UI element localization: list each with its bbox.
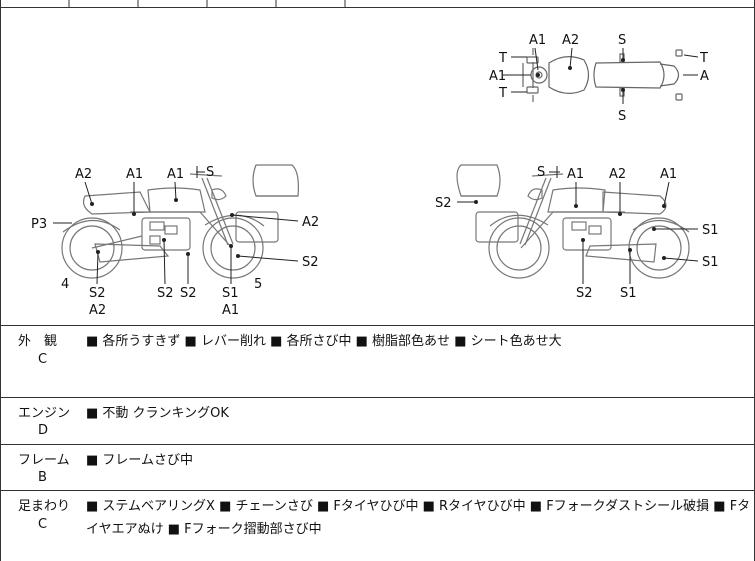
row-text: ■ ステムベアリングX ■ チェーンさび ■ Fタイヤひび中 ■ Rタイヤひび中…	[86, 499, 751, 537]
table-borders	[0, 325, 755, 561]
top-label-a1: A1	[529, 33, 546, 48]
left-label-4: 4	[61, 277, 69, 292]
row-label: フレーム	[18, 453, 70, 468]
top-table-fragment	[0, 0, 755, 8]
right-label-a1-rear: A1	[660, 167, 677, 182]
left-label-s2-exhaust: S2	[89, 286, 106, 301]
left-label-5: 5	[254, 277, 262, 292]
left-label-a2-exhaust: A2	[89, 303, 106, 318]
top-label-a-rear: A	[700, 69, 709, 84]
left-label-s2-engine-b: S2	[180, 286, 197, 301]
row-label: エンジン	[18, 406, 71, 421]
top-view-labels: A1 A2 S T A1 T T A S	[489, 33, 709, 124]
right-view-labels: S A1 A2 A1 S2 S1 S1 S2 S1	[435, 165, 719, 301]
left-label-s2-engine: S2	[157, 286, 174, 301]
motorcycle-left-view	[61, 164, 299, 279]
row-suspension: 足まわり C ■ ステムベアリングX ■ チェーンさび ■ Fタイヤひび中 ■ …	[0, 490, 755, 561]
top-label-a2: A2	[562, 33, 579, 48]
top-label-t-rear: T	[699, 51, 708, 66]
right-label-s1-exhaust: S1	[620, 286, 637, 301]
row-grade: C	[38, 352, 48, 367]
right-label-a1-tank: A1	[567, 167, 584, 182]
row-label: 足まわり	[18, 499, 71, 514]
row-grade: D	[38, 423, 49, 438]
left-label-s2-rear: S2	[302, 255, 319, 270]
right-label-s2-engine: S2	[576, 286, 593, 301]
left-label-a1-tank: A1	[167, 167, 184, 182]
row-text: ■ 各所うすきず ■ レバー削れ ■ 各所さび中 ■ 樹脂部色あせ ■ シート色…	[86, 334, 562, 349]
row-engine: エンジン D ■ 不動 クランキングOK	[0, 397, 755, 444]
right-label-s1-fender: S1	[702, 223, 719, 238]
damage-diagram: A1 A2 S T A1 T T A S	[0, 8, 755, 325]
motorcycle-top-view	[522, 48, 683, 102]
row-grade: B	[38, 470, 47, 485]
top-label-t-upper: T	[498, 51, 507, 66]
row-grade: C	[38, 517, 48, 532]
motorcycle-right-view	[456, 164, 690, 279]
left-label-p3: P3	[31, 217, 47, 232]
row-exterior: 外 観 C ■ 各所うすきず ■ レバー削れ ■ 各所さび中 ■ 樹脂部色あせ …	[0, 325, 755, 397]
top-label-s: S	[618, 33, 626, 48]
right-label-a2: A2	[609, 167, 626, 182]
left-label-s1: S1	[222, 286, 239, 301]
left-label-a1-bottom: A1	[222, 303, 239, 318]
row-text: ■ フレームさび中	[86, 453, 194, 468]
condition-table: 外 観 C ■ 各所うすきず ■ レバー削れ ■ 各所さび中 ■ 樹脂部色あせ …	[0, 325, 755, 561]
right-label-s2-trunk: S2	[435, 196, 452, 211]
right-label-s1-wheel: S1	[702, 255, 719, 270]
left-label-a1-top: A1	[126, 167, 143, 182]
left-view-leaders	[53, 166, 299, 285]
left-view-labels: A2 A1 A1 S P3 A2 S2 4 S2 A2 S2 S2 S1 A1 …	[31, 165, 319, 318]
right-label-s: S	[537, 165, 545, 180]
top-label-t-lower: T	[498, 86, 507, 101]
row-label: 外 観	[18, 334, 58, 349]
left-label-a2-case: A2	[302, 215, 319, 230]
right-view-leaders	[457, 166, 699, 284]
left-label-s: S	[206, 165, 214, 180]
top-label-s-lower: S	[618, 109, 626, 124]
row-frame: フレーム B ■ フレームさび中	[0, 444, 755, 490]
row-text: ■ 不動 クランキングOK	[86, 406, 229, 421]
left-label-a2-top: A2	[75, 167, 92, 182]
top-view-leaders	[502, 47, 699, 104]
top-label-a1-left: A1	[489, 69, 506, 84]
